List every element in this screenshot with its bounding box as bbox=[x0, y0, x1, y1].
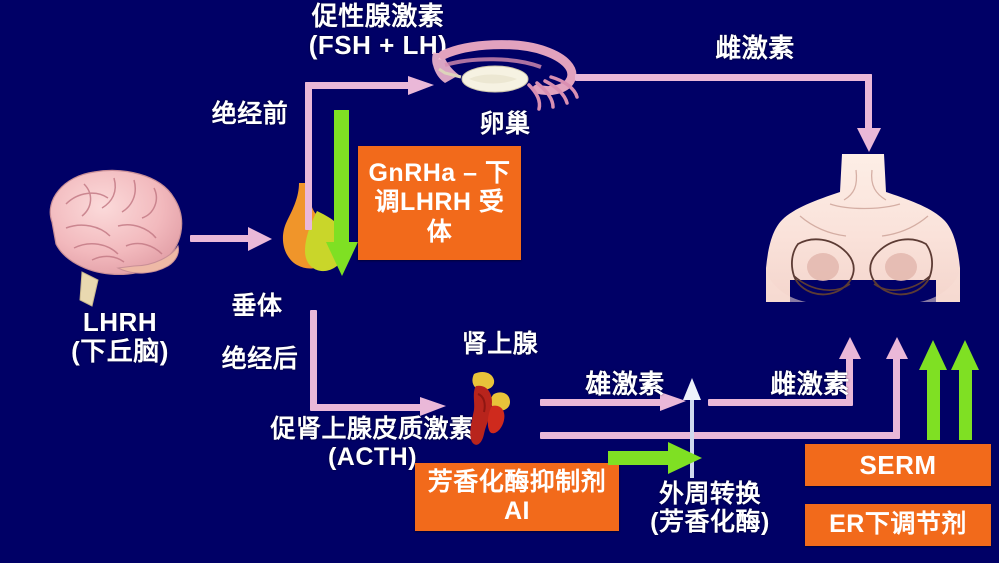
label-postmenopausal: 绝经后 bbox=[221, 345, 299, 373]
female-torso-illustration bbox=[766, 154, 960, 302]
arrowhead-serm-riser bbox=[886, 337, 908, 359]
arrow-premenopausal-vertical bbox=[305, 82, 312, 230]
arrow-premenopausal-horizontal bbox=[305, 82, 413, 89]
box-gnrha[interactable]: GnRHa – 下调LHRH 受体 bbox=[358, 146, 521, 260]
arrow-peripheral-conversion bbox=[683, 378, 701, 478]
label-estrogen-mid: 雌激素 bbox=[770, 369, 850, 399]
arrow-postmenopausal-horizontal bbox=[310, 404, 425, 411]
label-estrogen-top: 雌激素 bbox=[715, 33, 795, 63]
arrowhead-to-ovary bbox=[408, 76, 434, 95]
green-arrow-up-left bbox=[919, 340, 947, 440]
arrow-estrogen-mid-line bbox=[708, 399, 853, 406]
arrow-postmenopausal-vertical bbox=[310, 310, 317, 410]
arrow-lower-pink-line bbox=[540, 432, 900, 439]
arrow-estrogen-top-horizontal bbox=[575, 74, 872, 81]
ovary-illustration bbox=[432, 40, 579, 111]
arrow-androgen-line bbox=[540, 399, 665, 406]
label-lhrh: LHRH (下丘脑) bbox=[71, 307, 169, 367]
box-ai[interactable]: 芳香化酶抑制剂 AI bbox=[415, 463, 619, 531]
green-arrow-gnrha-to-pituitary bbox=[326, 110, 358, 276]
green-arrow-ai-to-conversion bbox=[608, 442, 702, 474]
label-androgen: 雄激素 bbox=[585, 369, 665, 399]
label-peripheral-conversion: 外周转换 (芳香化酶) bbox=[650, 480, 770, 536]
arrowhead-estrogen-mid bbox=[839, 337, 861, 359]
arrowhead-brain-to-pituitary bbox=[248, 227, 272, 251]
arrow-brain-to-pituitary bbox=[190, 235, 252, 242]
box-serm[interactable]: SERM bbox=[805, 444, 991, 486]
label-pituitary: 垂体 bbox=[231, 292, 283, 320]
arrowhead-androgen bbox=[660, 392, 686, 411]
brain-illustration bbox=[49, 169, 183, 307]
label-gonadotropin: 促性腺激素 (FSH + LH) bbox=[308, 1, 448, 61]
arrow-estrogen-mid-vertical bbox=[846, 355, 853, 403]
arrow-serm-riser-vertical bbox=[893, 355, 900, 435]
green-arrow-up-right bbox=[951, 340, 979, 440]
label-ovary: 卵巢 bbox=[479, 110, 531, 138]
label-adrenal: 肾上腺 bbox=[461, 330, 539, 358]
arrow-estrogen-top-vertical bbox=[865, 74, 872, 134]
box-er-downregulator[interactable]: ER下调节剂 bbox=[805, 504, 991, 546]
adrenal-gland-illustration bbox=[470, 372, 510, 445]
arrowhead-estrogen-to-torso bbox=[857, 128, 881, 152]
arrowhead-to-adrenal bbox=[420, 397, 446, 416]
label-premenopausal: 绝经前 bbox=[211, 100, 289, 128]
label-acth: 促肾上腺皮质激素 (ACTH) bbox=[270, 415, 475, 471]
